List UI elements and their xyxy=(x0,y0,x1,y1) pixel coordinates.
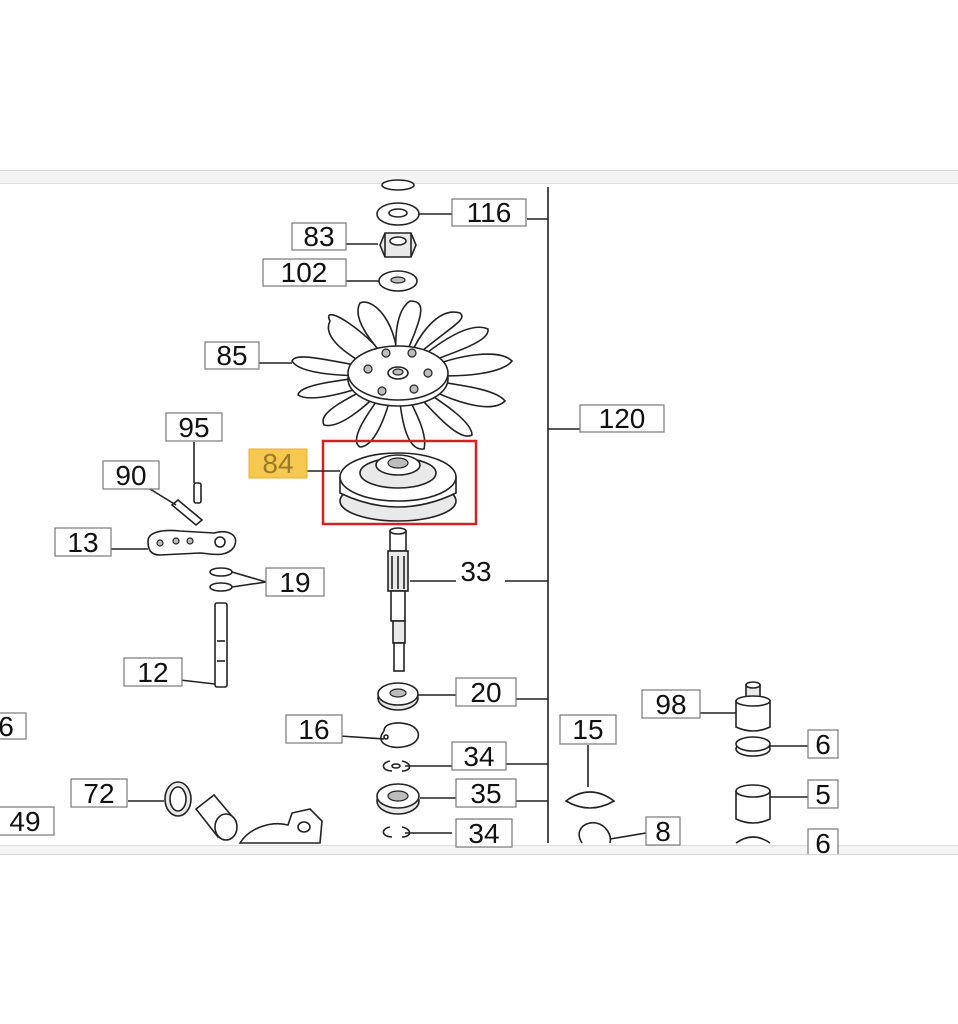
leader-16 xyxy=(339,735,385,740)
leader-19a xyxy=(231,571,267,583)
label-95[interactable]: 95 xyxy=(165,412,223,443)
lever-13[interactable] xyxy=(147,529,237,556)
top-border-band xyxy=(0,171,958,184)
label-15-text: 15 xyxy=(572,714,603,745)
washer-102[interactable] xyxy=(378,270,418,292)
washer-top-partial[interactable] xyxy=(381,179,415,191)
label-98[interactable]: 98 xyxy=(641,689,701,720)
label-5-text: 5 xyxy=(815,779,831,810)
pulley-84[interactable] xyxy=(339,452,457,522)
housing-partial[interactable] xyxy=(238,808,323,844)
label-49[interactable]: 49 xyxy=(0,806,55,837)
sleeve[interactable] xyxy=(194,793,238,841)
eclip-34b[interactable] xyxy=(382,826,411,838)
label-35-text: 35 xyxy=(470,778,501,809)
label-6-bottom-text: 6 xyxy=(815,828,831,854)
pin-95[interactable] xyxy=(193,482,202,504)
ring-72[interactable] xyxy=(164,781,192,817)
label-34-upper[interactable]: 34 xyxy=(451,741,507,772)
label-34-lower[interactable]: 34 xyxy=(455,818,513,849)
pin-90[interactable] xyxy=(170,498,204,527)
spacer-5[interactable] xyxy=(735,784,771,824)
label-33: 33 xyxy=(460,556,491,587)
label-20-text: 20 xyxy=(470,677,501,708)
label-84[interactable]: 84 xyxy=(248,448,308,479)
leader-12 xyxy=(179,679,216,685)
bearing-35[interactable] xyxy=(376,783,420,815)
label-5[interactable]: 5 xyxy=(807,779,839,810)
cap-15[interactable] xyxy=(564,791,616,809)
label-85[interactable]: 85 xyxy=(204,340,260,371)
label-6-left-text: 6 xyxy=(0,711,14,742)
label-49-text: 49 xyxy=(9,806,40,837)
label-34-upper-text: 34 xyxy=(463,741,494,772)
label-102-text: 102 xyxy=(281,257,328,288)
label-72[interactable]: 72 xyxy=(70,778,128,809)
label-8-text: 8 xyxy=(655,816,671,847)
label-116[interactable]: 116 xyxy=(451,197,527,228)
label-98-text: 98 xyxy=(655,689,686,720)
label-90[interactable]: 90 xyxy=(102,460,160,491)
label-13-text: 13 xyxy=(67,527,98,558)
circlip-16[interactable] xyxy=(380,722,420,749)
orings-19[interactable] xyxy=(209,567,233,592)
ring-6b-partial[interactable] xyxy=(735,836,771,844)
label-12[interactable]: 12 xyxy=(123,657,183,688)
label-19[interactable]: 19 xyxy=(265,567,325,598)
ring-6a[interactable] xyxy=(735,736,771,757)
bearing-20[interactable] xyxy=(377,682,419,711)
label-6-right[interactable]: 6 xyxy=(807,729,839,760)
shaft-33[interactable] xyxy=(387,527,409,672)
label-83[interactable]: 83 xyxy=(291,221,347,252)
label-20[interactable]: 20 xyxy=(455,677,517,708)
exploded-view: 116 83 102 85 120 95 84 90 xyxy=(0,179,839,854)
label-85-text: 85 xyxy=(216,340,247,371)
label-8[interactable]: 8 xyxy=(645,816,681,847)
label-6-left[interactable]: 6 xyxy=(0,711,27,742)
label-6-right-text: 6 xyxy=(815,729,831,760)
plug-98[interactable] xyxy=(735,681,771,732)
label-120[interactable]: 120 xyxy=(579,403,665,434)
label-116-text: 116 xyxy=(467,197,512,228)
label-16[interactable]: 16 xyxy=(285,714,343,745)
fan-85[interactable] xyxy=(291,300,514,450)
leader-8 xyxy=(609,832,647,840)
label-120-text: 120 xyxy=(599,403,646,434)
label-34-lower-text: 34 xyxy=(468,818,499,849)
label-83-text: 83 xyxy=(303,221,334,252)
label-12-text: 12 xyxy=(137,657,168,688)
label-16-text: 16 xyxy=(298,714,329,745)
leader-90 xyxy=(149,488,177,506)
parts-diagram: 116 83 102 85 120 95 84 90 xyxy=(0,170,958,855)
ring-8-partial[interactable] xyxy=(578,821,612,844)
label-33-text: 33 xyxy=(460,556,491,587)
nut-83[interactable] xyxy=(379,232,417,258)
label-35[interactable]: 35 xyxy=(455,778,517,809)
washer-116[interactable] xyxy=(376,202,420,226)
label-90-text: 90 xyxy=(115,460,146,491)
label-84-text: 84 xyxy=(262,448,293,479)
leader-19b xyxy=(231,581,267,588)
label-13[interactable]: 13 xyxy=(54,527,112,558)
rod-12[interactable] xyxy=(214,602,228,688)
label-19-text: 19 xyxy=(279,567,310,598)
label-6-bottom-partial[interactable]: 6 xyxy=(807,828,839,854)
label-15[interactable]: 15 xyxy=(559,714,617,745)
part-84-selection-box xyxy=(321,439,478,526)
label-72-text: 72 xyxy=(83,778,114,809)
label-95-text: 95 xyxy=(178,412,209,443)
label-102[interactable]: 102 xyxy=(262,257,347,288)
